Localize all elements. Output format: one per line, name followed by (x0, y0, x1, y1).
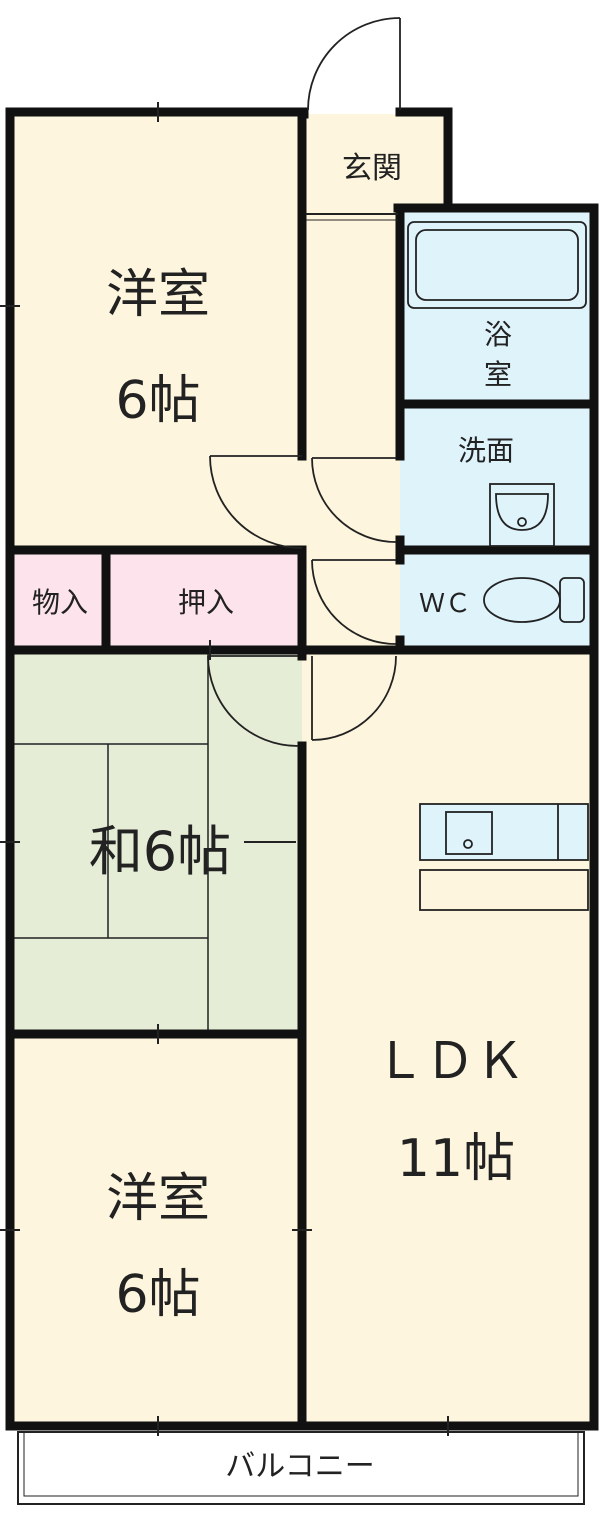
closet-room (14, 552, 106, 648)
ldk-name: ＬＤＫ (375, 1032, 525, 1090)
western-room-bottom (14, 1034, 302, 1424)
wash-room (400, 404, 590, 550)
western-room-top (14, 114, 302, 552)
doors (207, 17, 401, 747)
wc-room (400, 552, 590, 648)
washbasin-icon (489, 483, 555, 547)
tatami-lines (14, 648, 209, 1030)
entrance-label: 玄関 (342, 151, 402, 186)
ldk-size: 11帖 (397, 1129, 515, 1189)
oshiire-room (106, 552, 302, 648)
oshiire-label: 押入 (178, 586, 234, 619)
toilet-icon (483, 577, 585, 623)
bath-label-1: 浴 (484, 318, 512, 351)
washroom-label: 洗面 (458, 434, 514, 467)
closet-label: 物入 (32, 586, 88, 619)
western-bottom-size: 6帖 (115, 1265, 200, 1325)
bath-label-2: 室 (484, 358, 512, 391)
ldk-room (302, 648, 590, 1424)
western-top-name: 洋室 (106, 265, 210, 325)
hallway (302, 214, 400, 652)
bathtub-icon (407, 221, 587, 309)
dimension-ticks (0, 102, 449, 1436)
wc-label: ＷＣ (419, 589, 471, 619)
balcony (17, 1431, 585, 1505)
kitchen-sink-icon (419, 803, 589, 911)
western-bottom-name: 洋室 (106, 1169, 210, 1229)
bath-room (400, 210, 590, 404)
balcony-label: バルコニー (225, 1449, 374, 1484)
japanese-label: 和6帖 (89, 820, 231, 883)
entrance-area (302, 114, 448, 214)
walls (5, 107, 599, 1431)
western-top-size: 6帖 (115, 371, 200, 431)
